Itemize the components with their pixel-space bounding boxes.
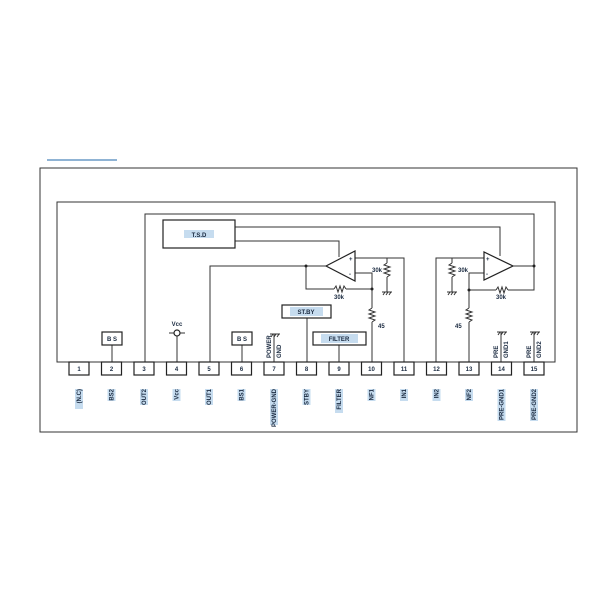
gnd2-label: GND2 (537, 341, 543, 358)
pin-number: 3 (142, 367, 146, 373)
pin-box (328, 361, 350, 376)
svg-text:+: + (349, 257, 353, 263)
svg-text:-: - (486, 272, 488, 278)
resistor-label: 45 (378, 324, 385, 330)
pin-name: Vcc (175, 388, 181, 399)
pin-number: 6 (240, 367, 244, 373)
pin-number: 7 (272, 367, 276, 373)
pin-number: 15 (531, 367, 538, 373)
pin-box (100, 361, 123, 376)
pin-name: NF2 (467, 388, 473, 400)
pin-box (360, 361, 383, 376)
bs2-label: B S (107, 337, 117, 343)
tsd-label: T.S.D (192, 233, 207, 239)
svg-text:+: + (486, 257, 490, 263)
amplifier-1: +- (324, 250, 356, 282)
bs2-block: B S (101, 331, 123, 346)
resistor-label: 30k (334, 295, 345, 301)
pin-box (165, 361, 188, 376)
pin-number: 13 (466, 367, 473, 373)
pin-number: 5 (207, 367, 211, 373)
pin-name: BS2 (110, 388, 116, 400)
resistor-label: 30k (458, 268, 469, 274)
stby-label: ST.BY (297, 310, 314, 316)
gnd-label: GND (277, 344, 283, 358)
pin-name: (N.C) (77, 389, 83, 403)
pin-box (198, 361, 220, 376)
filter-label: FILTER (329, 337, 350, 343)
pre-label: PRE (494, 346, 500, 358)
pin-number: 2 (110, 367, 114, 373)
pin-name: BS1 (240, 388, 246, 400)
ground-icons (270, 291, 540, 338)
power-label: POWER (267, 335, 273, 358)
gnd1-label: GND1 (504, 341, 510, 358)
pin-box (68, 361, 90, 376)
pin-name: PRE-GND1 (500, 388, 506, 420)
pin-name: POWER-GND (272, 388, 278, 427)
pin-box (295, 361, 318, 376)
pin-number: 12 (433, 367, 440, 373)
pin-number: 8 (305, 367, 309, 373)
pin-name: NF1 (370, 388, 376, 400)
pin-name: PRE-GND2 (532, 388, 538, 420)
resistor-label: 30k (372, 268, 383, 274)
pin-box (523, 361, 545, 376)
pin-number: 10 (368, 367, 375, 373)
filter-block: FILTER (312, 331, 367, 346)
stby-block: ST.BY (281, 304, 332, 319)
svg-text:-: - (349, 272, 351, 278)
pin-name: STBY (305, 389, 311, 405)
bs1-label: B S (237, 337, 247, 343)
pin-name: IN1 (402, 388, 408, 398)
outer-frame (39, 167, 578, 433)
pin-number: 11 (401, 367, 408, 373)
bs1-block: B S (231, 331, 253, 346)
pin-number: 9 (337, 367, 341, 373)
pin-number: 1 (77, 367, 81, 373)
pin-box (230, 361, 253, 376)
resistors (333, 262, 509, 323)
pin-name: FILTER (337, 388, 343, 409)
amplifier-2: +- (483, 251, 515, 281)
pin-box (133, 361, 155, 376)
pin-box (425, 361, 448, 376)
pin-box (490, 361, 513, 376)
pin-box (393, 361, 415, 376)
pin-name: IN2 (435, 388, 441, 398)
resistor-label: 45 (455, 324, 462, 330)
pin-box (263, 361, 285, 376)
pin-number: 4 (175, 367, 179, 373)
vcc-symbol: Vcc (169, 322, 185, 337)
pin-name: OUT1 (207, 388, 213, 405)
pin-number: 14 (498, 367, 505, 373)
wiring (111, 213, 536, 362)
pin-name: OUT2 (142, 388, 148, 405)
pin-1: 1 (N.C) (68, 361, 90, 409)
resistor-label: 30k (496, 295, 507, 301)
pre-label: PRE (527, 346, 533, 358)
pin-box (458, 361, 480, 376)
tsd-block: T.S.D (162, 219, 236, 249)
vcc-label: Vcc (172, 322, 183, 328)
